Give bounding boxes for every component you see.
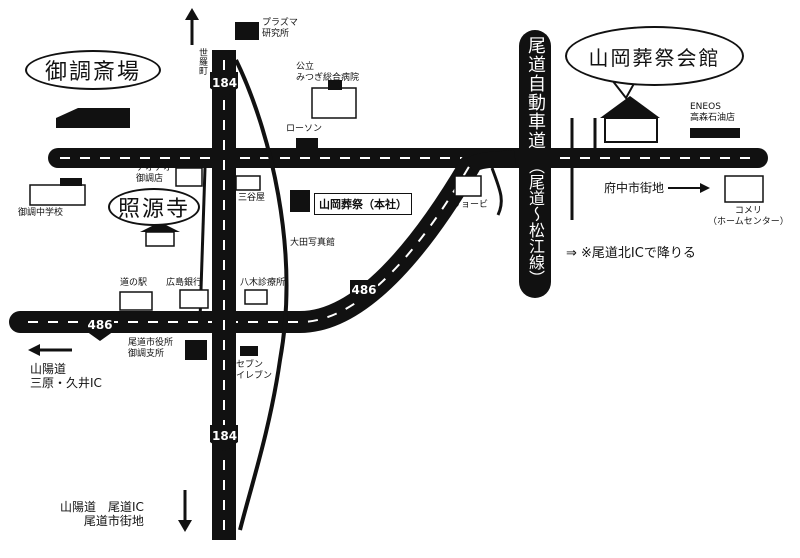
south-arrow-icon [178, 490, 192, 532]
diagonal-road [234, 59, 289, 531]
route-486-road [9, 150, 517, 333]
route-486-label-east: 486 [351, 283, 377, 297]
lawson-label: ローソン [286, 124, 323, 134]
komeri-label: コメリ （ホームセンター） [708, 206, 789, 227]
hospital-label: 公立 みつぎ総合病院 [296, 62, 360, 83]
ryobi-label: リョービ [452, 200, 489, 210]
route-184-shield-south [210, 425, 238, 452]
bank-building-icon [179, 289, 209, 309]
venue-bubble: 山岡葬祭会館 [565, 26, 744, 86]
route-184-label-south: 184 [212, 429, 238, 443]
seven-eleven-label: セブン イレブン [236, 360, 273, 381]
south-direction-label: 山陽道 尾道IC 尾道市街地 [60, 500, 144, 528]
komeri-building-icon [724, 175, 764, 203]
north-direction-label: 世羅町 [197, 48, 207, 75]
hall-building-icon [600, 96, 660, 143]
west-direction-label: 山陽道 三原・久井IC [30, 362, 102, 390]
route-486-shield-east [350, 280, 378, 306]
head-office-building-icon [290, 190, 310, 212]
expressway-label: 尾道自動車道 [519, 30, 551, 298]
school-building-icon [29, 178, 86, 206]
yagi-label: 八木診療所 [240, 278, 286, 288]
ota-photo-label: 大田写真館 [290, 238, 336, 248]
route-184-shield-north [210, 72, 238, 98]
seven-eleven-building-icon [240, 346, 258, 356]
eneos-label: ENEOS 高森石油店 [690, 102, 736, 123]
route-486-shield-west [86, 315, 114, 341]
route-184-road [212, 50, 236, 540]
north-arrow-icon [185, 8, 199, 45]
expressway-name: 尾道自動車道 [525, 36, 546, 150]
michi-no-eki-building-icon [119, 291, 153, 311]
expressway-sub: （尾道〜松江線） [526, 158, 545, 286]
school-label: 御調中学校 [18, 208, 64, 218]
head-office-label: 山岡葬祭（本社） [314, 193, 412, 215]
shogenji-bubble: 照源寺 [108, 188, 200, 226]
ryobi-building-icon [454, 175, 482, 197]
east-arrowhead [700, 183, 710, 193]
plasma-building-icon [235, 22, 259, 40]
yagi-building-icon [244, 289, 268, 305]
east-direction-label: 府中市街地 [604, 181, 665, 195]
exit-note-label: ⇒ ※尾道北ICで降りる [566, 246, 696, 261]
gochosaijo-building-icon [56, 108, 130, 128]
city-office-building-icon [185, 340, 207, 360]
route-184-label-north: 184 [212, 76, 238, 90]
plasma-label: プラズマ 研究所 [262, 18, 298, 39]
deodeo-building-icon [175, 167, 203, 187]
hospital-building-icon [311, 80, 357, 119]
sanya-label: 三谷屋 [238, 193, 266, 203]
michi-no-eki-label: 道の駅 [120, 278, 148, 288]
shogenji-temple-icon [140, 222, 180, 247]
lawson-building-icon [296, 138, 318, 148]
bank-label: 広島銀行 [166, 278, 203, 288]
west-arrow-icon [28, 344, 72, 356]
gochosaijo-bubble: 御調斎場 [25, 50, 161, 90]
deodeo-label: デオデオ 御調店 [136, 163, 173, 184]
route-486-label-west: 486 [87, 318, 113, 332]
eneos-building-icon [690, 128, 740, 138]
sanya-building-icon [235, 175, 261, 191]
side-road-ryobi [490, 167, 503, 216]
city-office-label: 尾道市役所 御調支所 [128, 338, 174, 359]
